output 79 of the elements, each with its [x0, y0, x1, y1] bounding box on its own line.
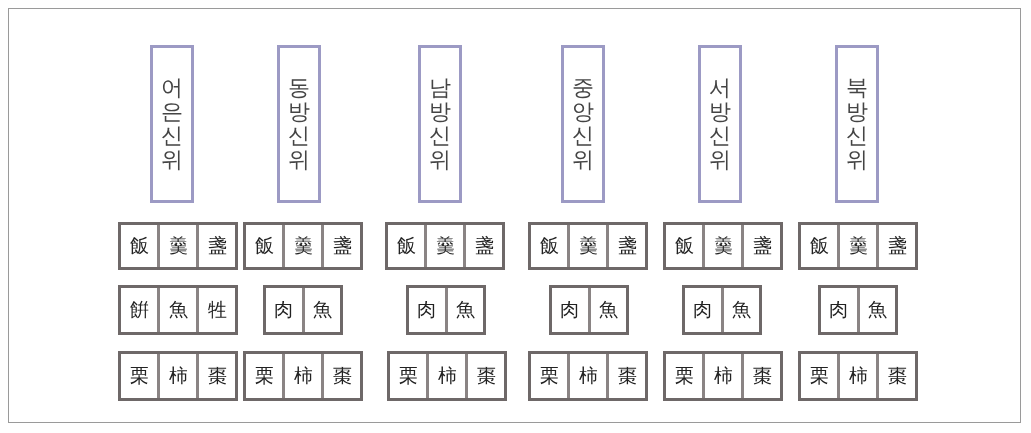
offering-cell: 羹	[424, 225, 463, 267]
offering-tray	[243, 351, 363, 401]
offering-cell-text: 栗	[128, 363, 150, 388]
offering-tray	[118, 285, 238, 335]
offering-cell: 盞	[606, 225, 645, 267]
offering-tray	[663, 351, 783, 401]
offering-cell: 魚	[720, 288, 759, 332]
offering-cell-text: 肉	[828, 297, 850, 322]
offering-cell: 棗	[321, 354, 360, 398]
offering-tray	[798, 351, 918, 401]
offering-cell: 羹	[567, 225, 606, 267]
offering-cell: 盞	[876, 225, 915, 267]
offering-tray	[549, 285, 629, 335]
offering-cell: 羹	[282, 225, 321, 267]
spirit-tablet	[150, 45, 194, 203]
offering-tray	[663, 222, 783, 270]
offering-cell: 柿	[282, 354, 321, 398]
tablet-inscription: 서방신위	[709, 75, 731, 173]
offering-cell: 柿	[702, 354, 741, 398]
offering-cell: 羹	[837, 225, 876, 267]
offering-cell: 魚	[856, 288, 895, 332]
tablet-inscription: 어은신위	[161, 75, 183, 173]
offering-cell-text: 肉	[416, 297, 438, 322]
offering-cell: 魚	[157, 288, 196, 332]
tablet-inscription: 남방신위	[429, 75, 451, 173]
offering-cell-text: 栗	[538, 363, 560, 388]
offering-tray	[263, 285, 343, 335]
offering-cell: 柿	[426, 354, 465, 398]
offering-cell-text: 肉	[692, 297, 714, 322]
tablet-inscription: 동방신위	[288, 75, 310, 173]
offering-cell-text: 飯	[538, 233, 560, 258]
offering-cell-text: 餠	[128, 297, 150, 322]
offering-cell: 柿	[157, 354, 196, 398]
offering-cell: 盞	[196, 225, 235, 267]
offering-cell: 棗	[196, 354, 235, 398]
offering-cell: 盞	[463, 225, 502, 267]
spirit-tablet	[418, 45, 462, 203]
offering-tray	[406, 285, 486, 335]
offering-cell-text: 飯	[673, 233, 695, 258]
offering-cell: 羹	[702, 225, 741, 267]
offering-cell: 棗	[465, 354, 504, 398]
offering-cell-text: 飯	[808, 233, 830, 258]
offering-tray	[528, 351, 648, 401]
offering-cell-text: 飯	[395, 233, 417, 258]
offering-cell-text: 栗	[808, 363, 830, 388]
spirit-tablet	[698, 45, 742, 203]
offering-cell: 棗	[741, 354, 780, 398]
offering-cell-text: 肉	[559, 297, 581, 322]
offering-tray	[682, 285, 762, 335]
offering-cell: 柿	[837, 354, 876, 398]
offering-cell: 牲	[196, 288, 235, 332]
offering-cell-text: 栗	[253, 363, 275, 388]
offering-cell: 棗	[876, 354, 915, 398]
spirit-tablet	[277, 45, 321, 203]
offering-tray	[528, 222, 648, 270]
offering-cell-text: 飯	[128, 233, 150, 258]
offering-cell: 盞	[741, 225, 780, 267]
tablet-inscription: 중앙신위	[572, 75, 594, 173]
offering-cell: 盞	[321, 225, 360, 267]
offering-tray	[387, 351, 507, 401]
offering-cell-text: 栗	[397, 363, 419, 388]
tablet-inscription: 북방신위	[846, 75, 868, 173]
offering-tray	[118, 222, 238, 270]
offering-cell-text: 飯	[253, 233, 275, 258]
offering-tray	[118, 351, 238, 401]
offering-tray	[798, 222, 918, 270]
offering-cell: 羹	[157, 225, 196, 267]
offering-cell-text: 肉	[273, 297, 295, 322]
offering-cell: 棗	[606, 354, 645, 398]
offering-tray	[243, 222, 363, 270]
offering-cell: 柿	[567, 354, 606, 398]
offering-tray	[818, 285, 898, 335]
offering-cell: 魚	[444, 288, 483, 332]
spirit-tablet	[835, 45, 879, 203]
offering-cell-text: 栗	[673, 363, 695, 388]
offering-tray	[385, 222, 505, 270]
spirit-tablet	[561, 45, 605, 203]
offering-cell: 魚	[301, 288, 340, 332]
offering-cell: 魚	[587, 288, 626, 332]
